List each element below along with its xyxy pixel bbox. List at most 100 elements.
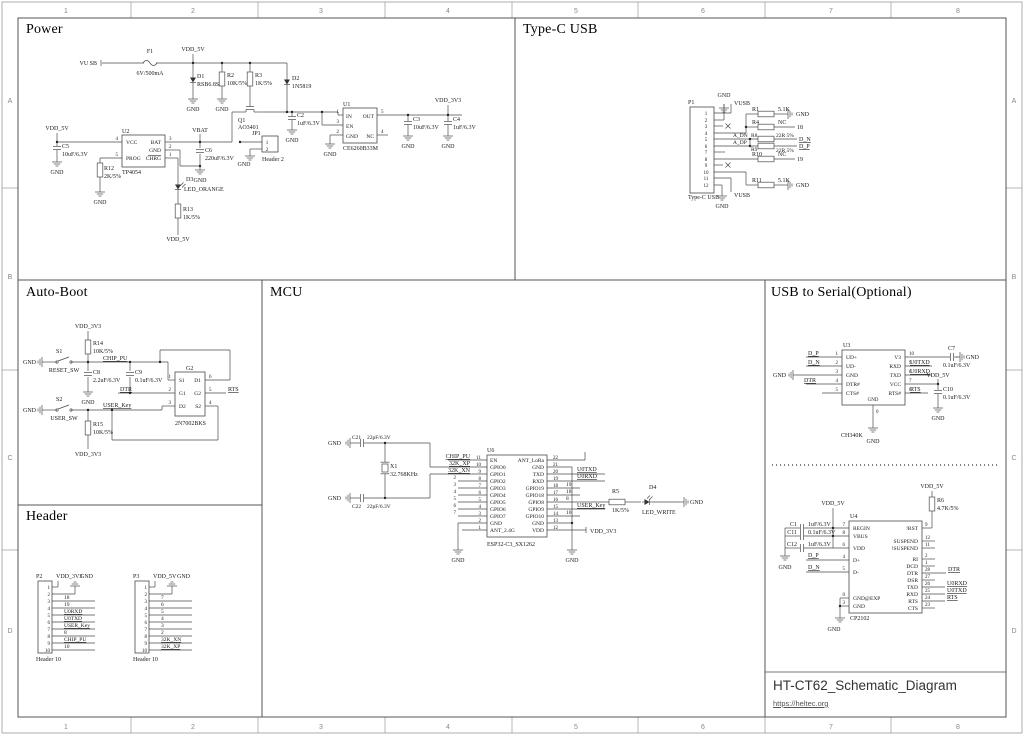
schematic-text: U6 (487, 448, 494, 454)
schematic-text: 1N5819 (292, 84, 311, 90)
schematic-text: D- (853, 570, 859, 576)
section-box-autoboot (17, 279, 263, 506)
schematic-text: 10K/5% (93, 349, 113, 355)
heltec-link[interactable]: https://heltec.org (773, 699, 829, 708)
junction-dot (838, 604, 842, 608)
schematic-text: D3 (186, 177, 193, 183)
schematic-text: 4 (48, 607, 51, 612)
junction-dot (290, 110, 294, 114)
schematic-text: 6 (843, 543, 846, 548)
section-title-mcu: MCU (270, 285, 303, 300)
wire (57, 404, 70, 410)
schematic-text: 18 (797, 125, 803, 131)
schematic-text: R15 (93, 422, 103, 428)
schematic-text: GND (51, 170, 65, 176)
grid-label: 4 (446, 8, 450, 15)
schematic-text: 2 (337, 130, 340, 135)
schematic-text: G2 (186, 366, 193, 372)
schematic-text: GPIO0 (490, 465, 506, 471)
schematic-text: GPIO1 (490, 472, 506, 478)
no-connect-mark (725, 162, 731, 168)
component-outline (841, 349, 906, 406)
schematic-text: 9 (925, 523, 928, 528)
schematic-text: D_P (808, 553, 819, 559)
schematic-text: 0.1uF/6.3V (808, 530, 836, 536)
schematic-text: !RST (906, 526, 919, 532)
schematic-text: 5 (209, 388, 212, 393)
schematic-text: GPIO8 (528, 500, 544, 506)
component-outline (261, 135, 279, 153)
grid-label: A (1012, 98, 1017, 105)
schematic-text: VDD_5V (166, 237, 190, 243)
schematic-text: RTS# (888, 391, 901, 397)
junction-dot (128, 391, 132, 395)
resistor-symbol (928, 496, 936, 512)
capacitor-symbol (288, 116, 296, 120)
junction-dot (744, 125, 748, 129)
schematic-text: U2 (122, 129, 129, 135)
schematic-text: 19 (553, 477, 559, 482)
schematic-text: USER_SW (50, 416, 78, 422)
schematic-text: R8 (751, 133, 758, 139)
schematic-text: USER_Key (103, 403, 131, 409)
schematic-text: VDD_5V (926, 373, 950, 379)
schematic-text: DTR# (846, 382, 860, 388)
schematic-text: TXD (533, 472, 544, 478)
ground-symbol (784, 109, 793, 119)
junction-dot (748, 144, 752, 148)
capacitor-symbol (84, 372, 92, 376)
ground-symbol (784, 180, 793, 190)
schematic-text: 24 (925, 596, 931, 601)
schematic-text: Header 2 (262, 157, 284, 163)
schematic-text: 10uF/6.3V (413, 125, 440, 131)
resistor-symbol (757, 123, 775, 131)
wire (646, 495, 651, 499)
led-symbol (175, 182, 186, 192)
schematic-text: !SUSPEND (892, 546, 918, 552)
schematic-text: BAT (151, 140, 162, 146)
fuse-symbol (142, 60, 158, 66)
schematic-text: 1uF/6.3V (808, 522, 832, 528)
schematic-text: GND (690, 500, 704, 506)
schematic-text: VDD_3V3 (75, 452, 101, 458)
schematic-text: 5.1K (778, 107, 791, 113)
junction-dot (570, 521, 574, 525)
schematic-text: GND (23, 360, 37, 366)
schematic-text: R3 (255, 73, 262, 79)
schematic-text: CHIP_PU (64, 637, 86, 643)
resistor-symbol (757, 155, 775, 163)
schematic-text: LED_WRITE (642, 510, 676, 516)
schematic-text: GND (532, 521, 544, 527)
junction-dot (383, 441, 387, 445)
schematic-text: 9 (145, 642, 148, 647)
schematic-text: 32K_XN (161, 637, 181, 643)
schematic-text: 2 (705, 119, 708, 124)
schematic-text: C21 (352, 435, 361, 441)
schematic-text: GPIO4 (490, 493, 506, 499)
schematic-text: R9 (751, 147, 758, 153)
grid-label: 7 (829, 724, 833, 731)
schematic-text: 9 (909, 361, 912, 366)
component-outline (174, 371, 206, 417)
schematic-text: 0 (843, 593, 846, 598)
schematic-text: CE6260B33M (343, 146, 379, 152)
schematic-text: 10 (142, 649, 148, 654)
schematic-text: Header 10 (36, 657, 61, 663)
schematic-text: C6 (205, 148, 212, 154)
schematic-text: 3 (161, 623, 164, 629)
schematic-text: GND (402, 144, 416, 150)
schematic-text: R14 (93, 341, 103, 347)
no-connect-mark (725, 123, 731, 129)
schematic-text: 11 (476, 456, 481, 461)
schematic-text: G2 (194, 391, 201, 397)
schematic-text: GND (82, 400, 96, 406)
schematic-text: 6 (454, 504, 457, 509)
grid-label: 1 (64, 8, 68, 15)
schematic-text: VDD_5V (181, 47, 205, 53)
schematic-text: SUSPEND (894, 539, 918, 545)
schematic-text: 3 (337, 120, 340, 125)
schematic-text: GPIO9 (528, 507, 544, 513)
schematic-text: C5 (62, 144, 69, 150)
grid-label: 1 (64, 724, 68, 731)
